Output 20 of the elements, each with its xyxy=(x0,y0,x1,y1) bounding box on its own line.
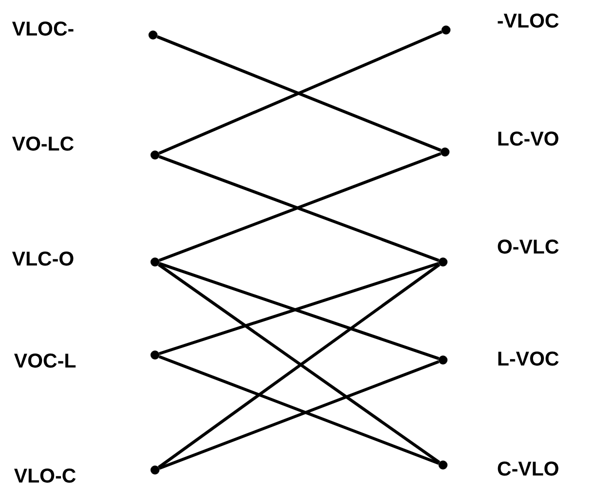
connection-dot xyxy=(438,460,448,470)
connection-dot xyxy=(440,148,450,156)
connection-dot xyxy=(150,350,160,360)
node-label: -VLOC xyxy=(497,10,560,34)
connection-dot xyxy=(148,30,158,40)
node-label: VLO-C xyxy=(14,466,76,488)
node-label: LC-VO xyxy=(497,128,560,152)
node-label: C-VLO xyxy=(497,458,560,482)
connection-dot xyxy=(438,258,448,266)
node-label: VOC-L xyxy=(14,350,76,374)
node-label: VLOC- xyxy=(12,18,74,42)
node-label: O-VLC xyxy=(497,236,560,260)
connection-dot xyxy=(442,26,450,34)
connection-dot xyxy=(438,356,448,364)
connection-dot xyxy=(150,466,160,474)
connection-dot xyxy=(150,258,160,266)
node-label: L-VOC xyxy=(497,348,560,372)
node-label: VO-LC xyxy=(12,134,74,156)
node-label: VLC-O xyxy=(12,248,74,272)
connection-dot xyxy=(150,150,160,160)
